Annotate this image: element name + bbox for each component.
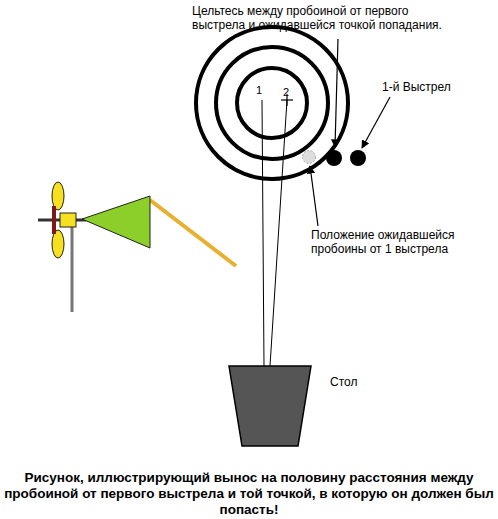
sight-line (262, 100, 264, 366)
callout-label: 1-й Выстрел (382, 80, 482, 94)
table-shape: Стол (228, 365, 312, 447)
node-label: Стол (330, 375, 357, 389)
wind-vane (38, 182, 236, 312)
callout-number: 1 (256, 84, 266, 97)
table-outline (228, 365, 312, 447)
first-shot-hole (350, 150, 366, 166)
sight-line (270, 100, 287, 366)
note-text: Положение ожидавшейся пробоины от 1 выст… (311, 228, 461, 257)
callout-number: 2 (283, 86, 293, 99)
leader-line (362, 97, 390, 148)
caption: Рисунок, иллюстрирующий вынос на половин… (4, 470, 494, 519)
aim-point (326, 150, 342, 166)
note-text: Цельтесь между пробоиной от первого выст… (192, 4, 447, 33)
target (196, 27, 348, 179)
expected-hole (303, 151, 316, 164)
table-body (229, 366, 311, 446)
leader-line (335, 39, 338, 147)
leader-line (310, 166, 318, 226)
